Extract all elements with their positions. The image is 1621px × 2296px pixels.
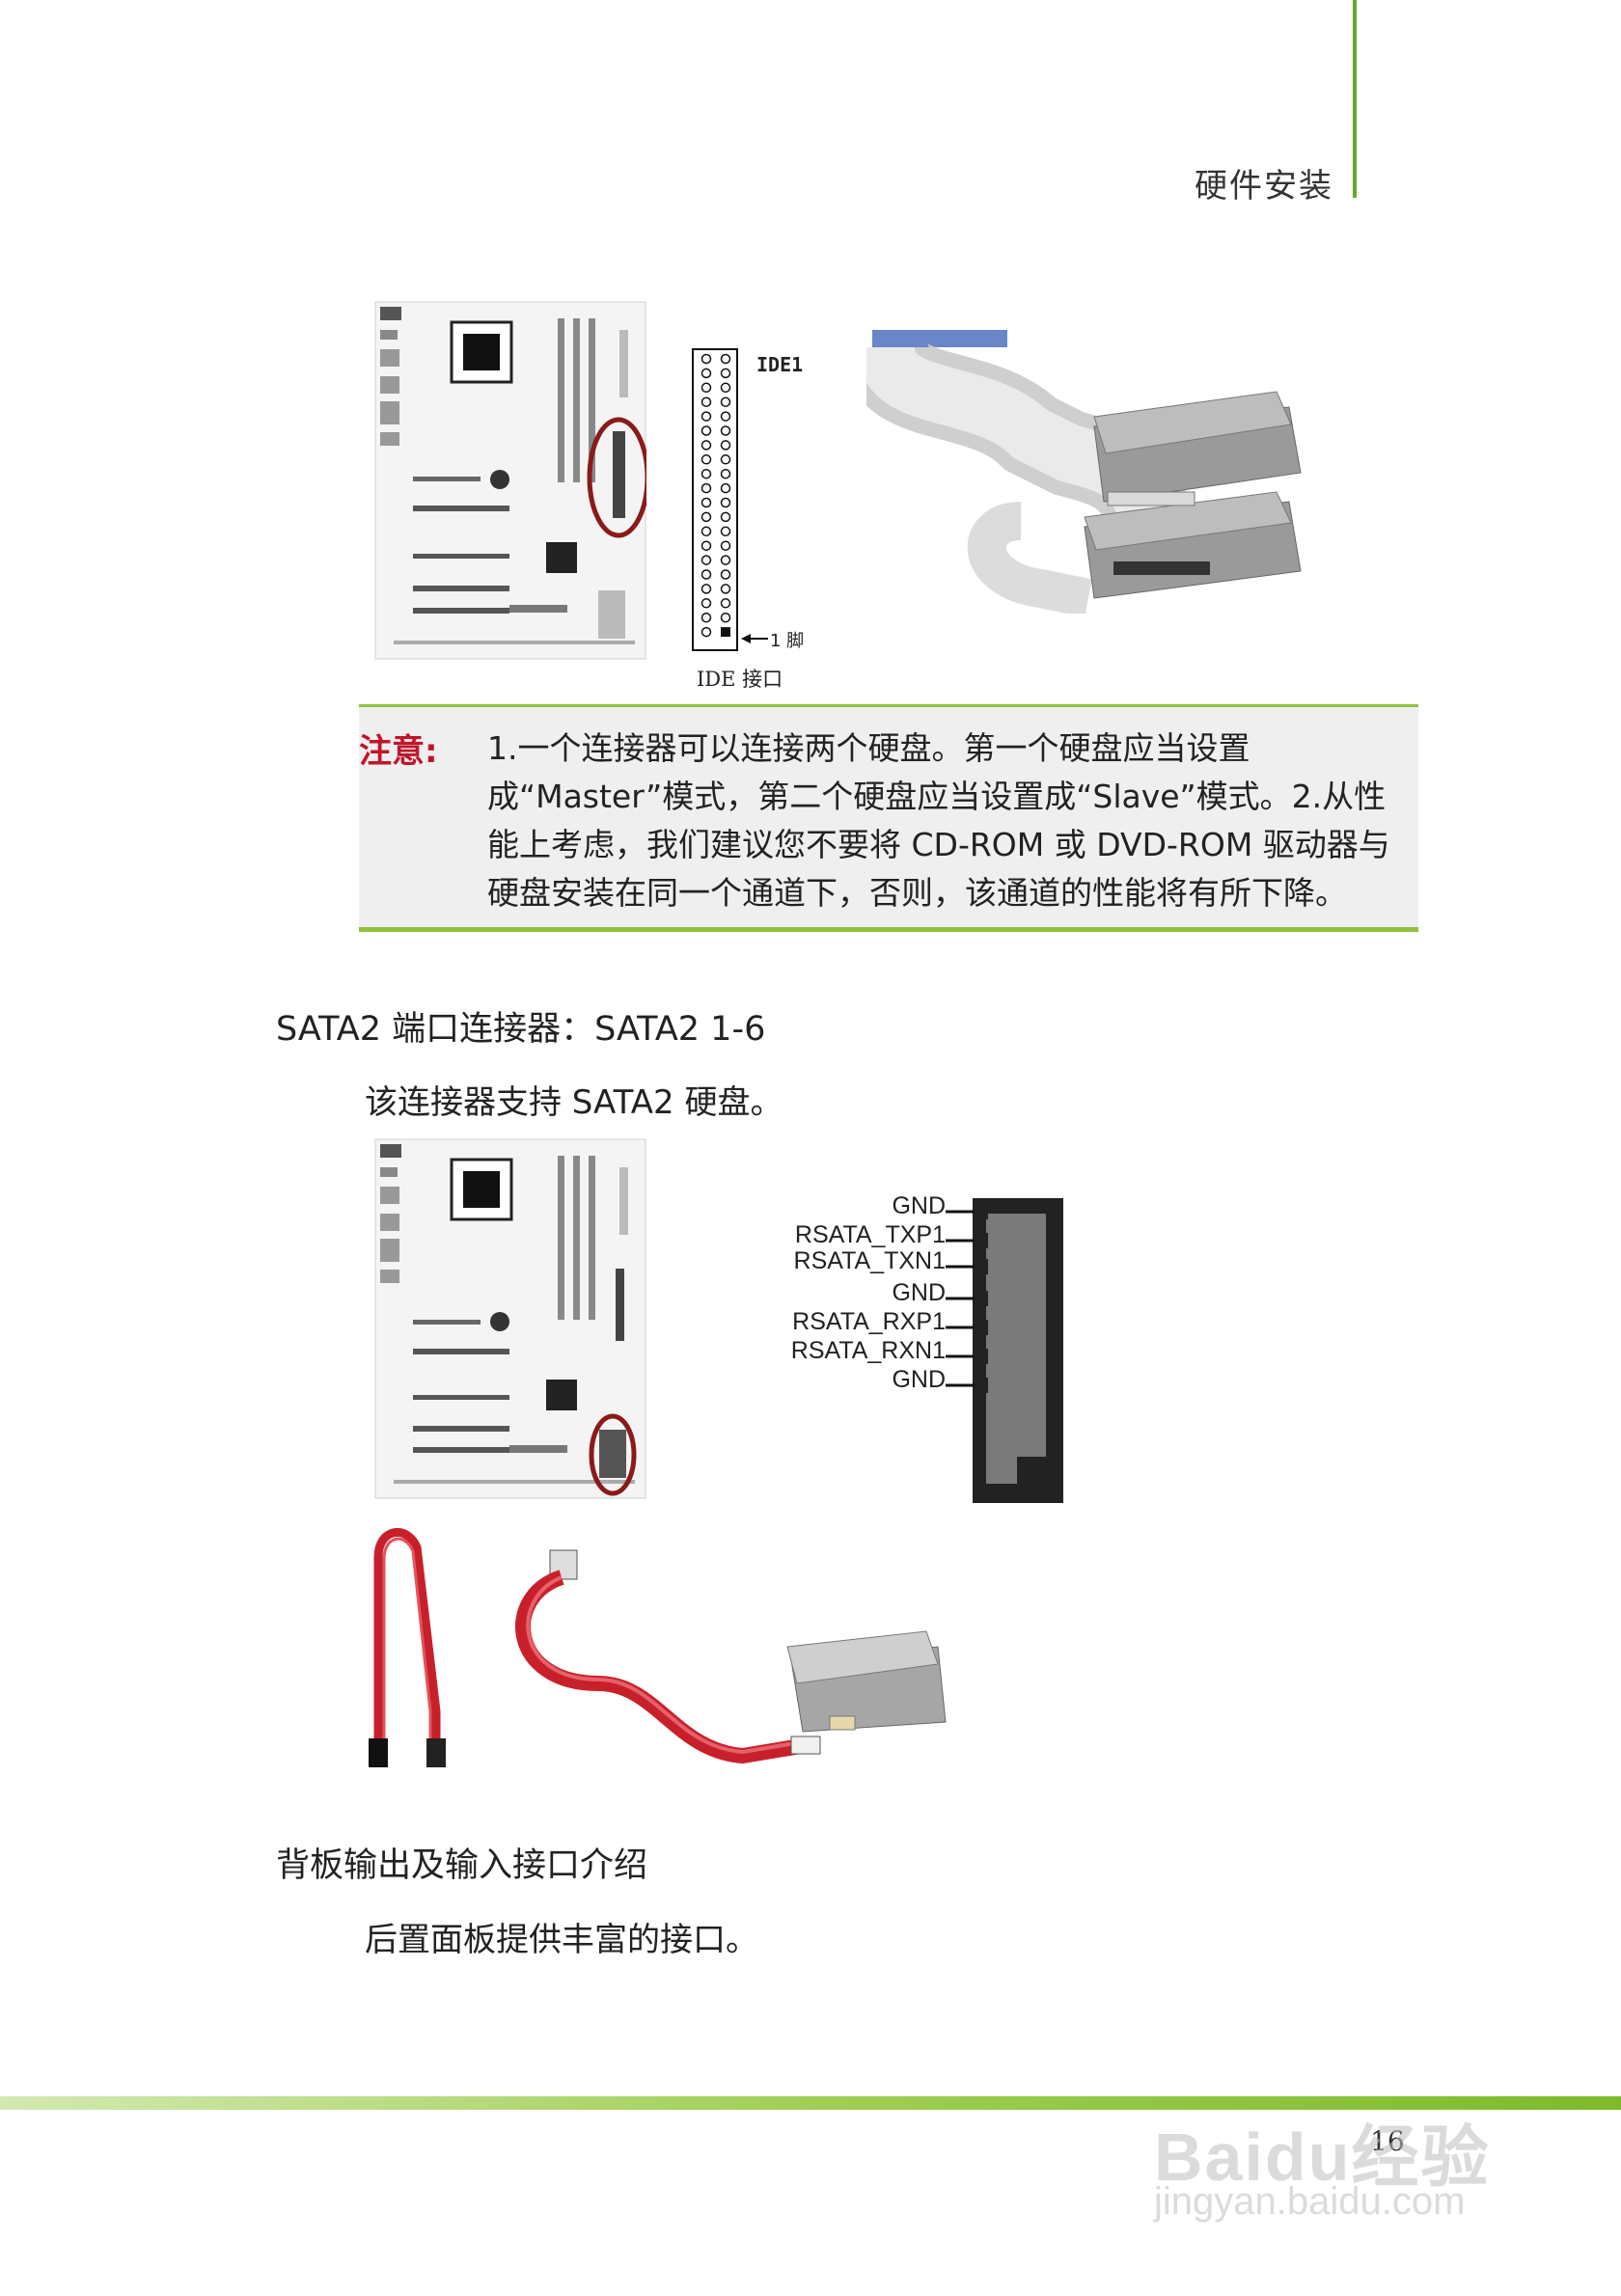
note-label: 注意:: [359, 732, 438, 771]
sata-cable-image: [369, 1528, 446, 1767]
ide-pin: [720, 497, 731, 508]
ide-pin: [720, 353, 731, 365]
ide-pin: [701, 425, 712, 436]
motherboard-image-ide: [374, 301, 646, 660]
footer-green-bar: [0, 2096, 1621, 2110]
ide-pin: [720, 411, 731, 422]
ide-pin: [721, 627, 730, 638]
ide-pin: [720, 598, 731, 609]
sata-pin-contact: [975, 1259, 988, 1274]
ide-pin: [720, 382, 731, 394]
sata-connector-diagram: [946, 1198, 1063, 1503]
note-box: 注意: 1.一个连接器可以连接两个硬盘。第一个硬盘应当设置成“Master”模式…: [359, 704, 1418, 932]
ide-pin: [701, 411, 712, 422]
sata-heading: SATA2 端口连接器：SATA2 1-6: [276, 1010, 766, 1049]
sata-pin-contact: [975, 1378, 988, 1393]
ide-pin: [720, 526, 731, 537]
sata-pin-contact: [975, 1349, 988, 1364]
baidu-watermark-brand: Baidu经验: [1154, 2119, 1491, 2195]
ide-pin1-label: 1 脚: [770, 631, 805, 651]
ide-pin: [720, 425, 731, 436]
sata-pin-label: GND: [892, 1366, 946, 1393]
sata-cable-drive-image: [515, 1549, 947, 1764]
ide-pin: [701, 626, 712, 638]
rear-panel-heading: 背板输出及输入接口介绍: [276, 1846, 648, 1885]
ide-pin: [701, 511, 712, 523]
ide-pin: [720, 368, 731, 379]
ide-pin: [720, 440, 731, 451]
sata-pin-label: RSATA_TXP1: [794, 1221, 946, 1248]
ide-pin: [701, 468, 712, 479]
ide-pin: [720, 454, 731, 465]
sata-pin-contact: [975, 1291, 988, 1306]
ide-pin: [701, 440, 712, 451]
ide-pin: [701, 368, 712, 379]
sata-pin-contact: [975, 1204, 988, 1219]
sata-pin-label: RSATA_TXN1: [793, 1247, 946, 1274]
sata-pin-contact: [975, 1233, 988, 1248]
ide-pin: [720, 396, 731, 407]
ide-pin: [701, 482, 712, 494]
ide-pin: [701, 382, 712, 394]
header-divider-line: [1353, 0, 1357, 198]
ide-pin: [720, 612, 731, 623]
ide-connector-label: IDE1: [756, 353, 804, 376]
ide-pin: [701, 526, 712, 537]
sata-pin-label: GND: [892, 1192, 946, 1219]
ide-pin: [701, 569, 712, 580]
ide-pin: [720, 584, 731, 594]
ide-pin: [720, 468, 731, 479]
ide-connector-caption: IDE 接口: [697, 668, 783, 691]
ide-pin: [701, 454, 712, 465]
sata-pin-contact: [975, 1320, 988, 1335]
ide-pin: [720, 482, 731, 494]
sata-pin-label: RSATA_RXN1: [790, 1337, 946, 1364]
note-text: 1.一个连接器可以连接两个硬盘。第一个硬盘应当设置成“Master”模式，第二个…: [487, 729, 1390, 912]
sata-pin-label: GND: [892, 1279, 946, 1306]
ide-pin: [701, 353, 712, 365]
ide-pin: [701, 612, 712, 623]
ide-pin: [701, 584, 712, 594]
motherboard-image-sata: [374, 1138, 646, 1499]
baidu-watermark-url: jingyan.baidu.com: [1154, 2180, 1466, 2223]
ide-pin: [720, 555, 731, 565]
page-number: 16: [1370, 2125, 1405, 2157]
section-title: 硬件安装: [1195, 167, 1333, 205]
ide-pin: [701, 497, 712, 508]
sata-pin-label: RSATA_RXP1: [792, 1308, 946, 1335]
ide-pin: [701, 555, 712, 565]
ide-pin: [720, 511, 731, 523]
ide-connector-diagram: [692, 348, 768, 651]
ide-pin: [720, 569, 731, 580]
rear-panel-description: 后置面板提供丰富的接口。: [365, 1921, 758, 1959]
ide-pin: [701, 540, 712, 551]
ide-pin: [701, 598, 712, 609]
ide-pin: [720, 540, 731, 551]
ide-cable-drives-image: [866, 330, 1302, 614]
ide-pin: [701, 396, 712, 407]
sata-description: 该连接器支持 SATA2 硬盘。: [365, 1083, 783, 1122]
